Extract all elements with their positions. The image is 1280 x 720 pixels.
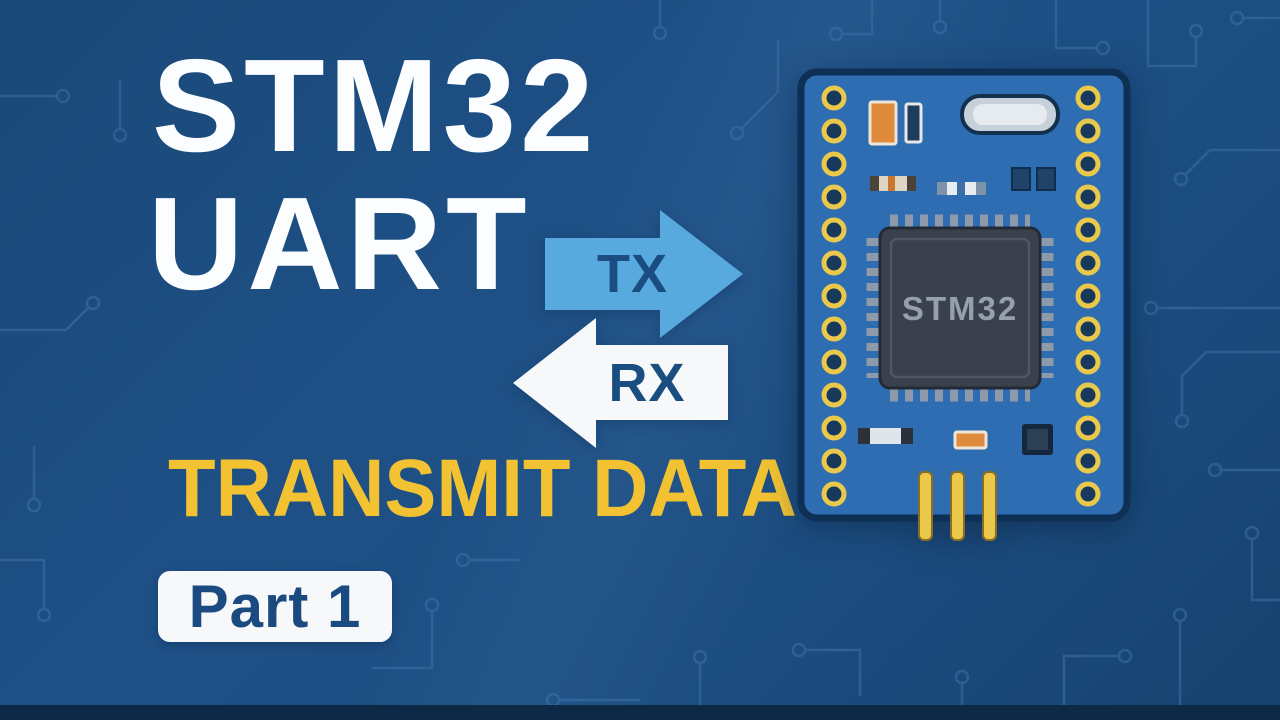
- tx-label: TX: [596, 244, 668, 304]
- stm32-board-illustration: STM32: [796, 66, 1132, 546]
- ic-bottom-right: [1022, 424, 1053, 455]
- resistor-b: [937, 182, 986, 195]
- left-arrow-icon: [513, 318, 728, 448]
- tx-arrow: TX: [545, 210, 745, 338]
- mcu-chip: [878, 226, 1042, 390]
- mcu-chip-inner: [889, 237, 1031, 379]
- part-badge: Part 1: [158, 571, 392, 642]
- bottom-dark-strip: [0, 705, 1280, 720]
- title-line-stm32: STM32: [152, 32, 598, 179]
- rx-label: RX: [608, 352, 686, 413]
- small-ic-pair: [1011, 167, 1056, 191]
- right-arrow-icon: [545, 210, 743, 338]
- resistor-a: [870, 176, 916, 191]
- capacitor-dark-top: [904, 102, 923, 144]
- crystal-oscillator: [960, 94, 1060, 135]
- pin-hole-column-left: [821, 85, 847, 507]
- resistor-orange-bottom: [953, 430, 988, 450]
- title-line-uart: UART: [148, 170, 531, 317]
- bottom-header-pins: [918, 471, 997, 541]
- capacitor-orange-top: [868, 100, 898, 146]
- part-badge-label: Part 1: [188, 573, 362, 640]
- subtitle-transmit-data: TRANSMIT DATA: [168, 443, 797, 534]
- capacitor-bottom: [858, 428, 913, 444]
- rx-arrow: RX: [513, 318, 728, 448]
- pin-hole-column-right: [1075, 85, 1101, 507]
- chip-label: STM32: [902, 290, 1018, 327]
